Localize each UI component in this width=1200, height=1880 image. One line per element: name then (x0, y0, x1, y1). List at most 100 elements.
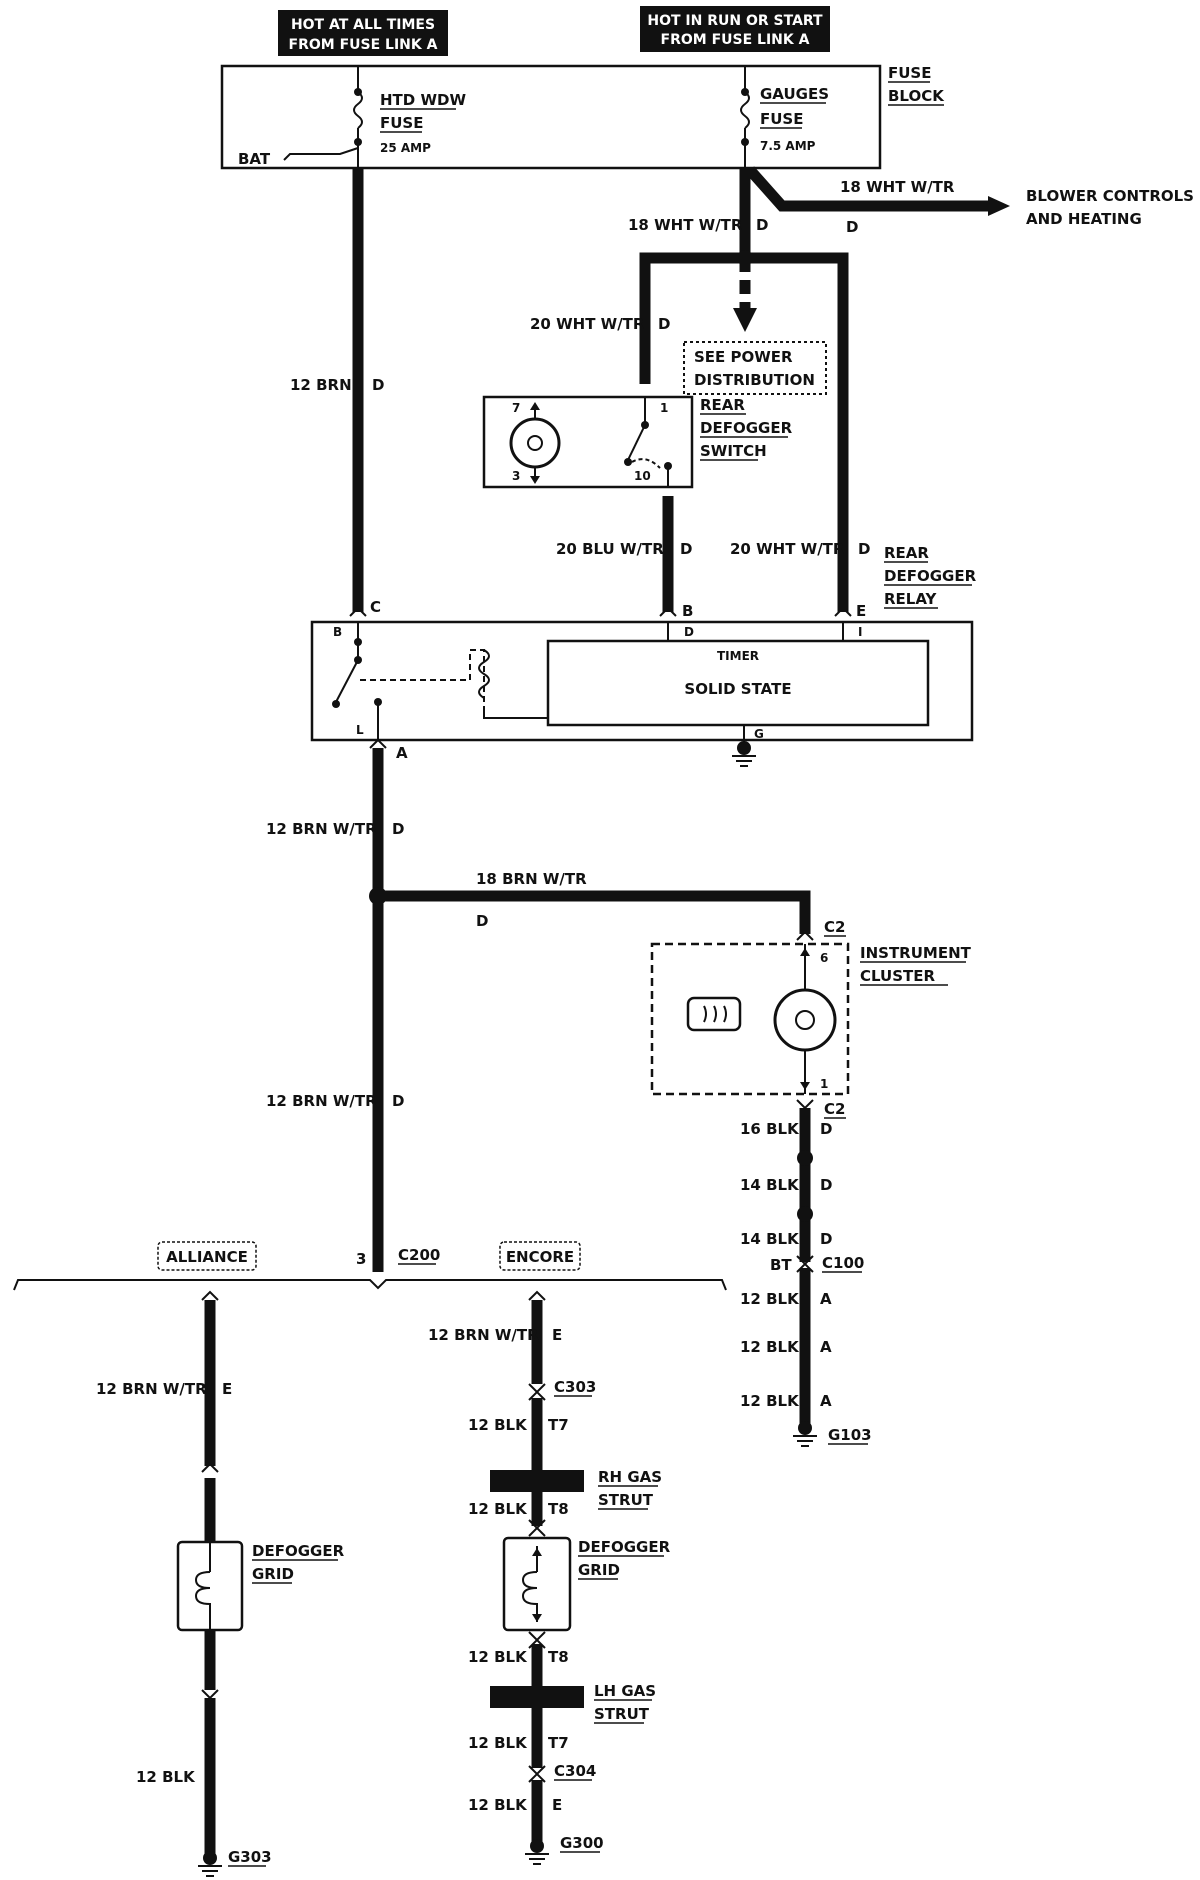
c100-pin: BT (770, 1256, 792, 1274)
wire-16-blk-label: 16 BLK (740, 1120, 800, 1138)
svg-text:DISTRIBUTION: DISTRIBUTION (694, 371, 815, 389)
switch-defogger-label: DEFOGGER (700, 419, 793, 437)
wire-encore-t7b-label: 12 BLK (468, 1734, 528, 1752)
wire-encore-e-label: 12 BLK (468, 1796, 528, 1814)
svg-text:FROM FUSE LINK A: FROM FUSE LINK A (289, 37, 438, 53)
svg-text:1: 1 (820, 1077, 828, 1091)
svg-text:B: B (333, 625, 342, 639)
rear-defogger-switch[interactable]: 7 3 1 10 (482, 395, 694, 489)
wire-14-blk-b-code: D (820, 1230, 832, 1248)
encore-grid-defogger-label: DEFOGGER (578, 1538, 671, 1556)
wire-alliance-brn-code: E (222, 1380, 232, 1398)
wire-encore-brn-label: 12 BRN W/TR (428, 1326, 539, 1344)
power-distribution-arrow-icon (733, 308, 757, 332)
wire-20-wht-relay-label: 20 WHT W/TR (730, 540, 845, 558)
lh-strut-label-2: STRUT (594, 1705, 650, 1723)
wire-alliance-brn-label: 12 BRN W/TR (96, 1380, 207, 1398)
svg-text:L: L (356, 723, 364, 737)
c200-pin: 3 (356, 1250, 366, 1268)
relay-relay-label: RELAY (884, 590, 938, 608)
wire-18-wht-label: 18 WHT W/TR (628, 216, 743, 234)
svg-text:6: 6 (820, 951, 828, 965)
svg-text:FROM FUSE LINK A: FROM FUSE LINK A (661, 32, 810, 48)
alliance-defogger-grid (176, 1478, 244, 1690)
fuse-label: FUSE (888, 64, 931, 82)
rh-strut-label-2: STRUT (598, 1491, 654, 1509)
cluster-instrument-label: INSTRUMENT (860, 944, 972, 962)
alliance-grid-grid-label: GRID (252, 1565, 294, 1583)
hot-at-all-times-label: HOT AT ALL TIMES FROM FUSE LINK A (278, 10, 448, 56)
fuse-block: BAT (220, 64, 882, 170)
svg-text:ENCORE: ENCORE (506, 1248, 574, 1266)
wire-12-blk-b-code: A (820, 1338, 832, 1356)
blower-wire-code: D (846, 218, 858, 236)
wire-encore-t8b-code: T8 (548, 1648, 569, 1666)
c303-label: C303 (554, 1378, 596, 1396)
relay-pin-b-top: B (682, 602, 693, 620)
svg-text:7: 7 (512, 401, 520, 415)
wire-encore-t7b-code: T7 (548, 1734, 569, 1752)
ground-g300-icon (525, 1839, 549, 1865)
instrument-cluster: 6 1 (650, 942, 850, 1096)
blower-wire-label: 18 WHT W/TR (840, 178, 955, 196)
svg-text:HOT IN RUN OR START: HOT IN RUN OR START (647, 13, 823, 29)
wire-12-blk-a-label: 12 BLK (740, 1290, 800, 1308)
wire-20-wht-relay (745, 252, 849, 612)
wire-20-blu-label: 20 BLU W/TR (556, 540, 664, 558)
wire-12-blk-a-code: A (820, 1290, 832, 1308)
gauges-amp-label: 7.5 AMP (760, 139, 816, 153)
svg-text:D: D (684, 625, 694, 639)
gauges-label: GAUGES (760, 85, 829, 103)
bat-label: BAT (238, 150, 271, 168)
c200-label: C200 (398, 1246, 440, 1264)
lh-gas-strut (490, 1686, 584, 1708)
svg-text:SEE POWER: SEE POWER (694, 348, 793, 366)
svg-text:HOT AT ALL TIMES: HOT AT ALL TIMES (291, 17, 435, 33)
svg-text:1: 1 (660, 401, 668, 415)
htd-fuse-label: FUSE (380, 114, 423, 132)
heating-label: AND HEATING (1026, 210, 1142, 228)
wire-20-wht-code: D (658, 315, 670, 333)
wire-encore-t7-code: T7 (548, 1416, 569, 1434)
wire-18-brn-wtr (378, 890, 811, 934)
variant-encore-tag: ENCORE (499, 1241, 581, 1271)
svg-text:10: 10 (634, 469, 651, 483)
rh-strut-label-1: RH GAS (598, 1468, 662, 1486)
switch-switch-label: SWITCH (700, 442, 767, 460)
hot-in-run-start-label: HOT IN RUN OR START FROM FUSE LINK A (640, 6, 830, 52)
ground-g303-icon (198, 1851, 222, 1877)
relay-rear-label: REAR (884, 544, 929, 562)
relay-defogger-label: DEFOGGER (884, 567, 977, 585)
rh-gas-strut (490, 1470, 584, 1492)
block-label: BLOCK (888, 87, 945, 105)
ground-g103-icon (793, 1421, 817, 1447)
g103-label: G103 (828, 1426, 872, 1444)
wire-12-blk-c-code: A (820, 1392, 832, 1410)
blower-controls-label: BLOWER CONTROLS (1026, 187, 1194, 205)
svg-text:ALLIANCE: ALLIANCE (166, 1248, 248, 1266)
htd-wdw-label: HTD WDW (380, 91, 466, 109)
g300-label: G300 (560, 1834, 604, 1852)
wire-encore-e-code: E (552, 1796, 562, 1814)
encore-grid-grid-label: GRID (578, 1561, 620, 1579)
solid-state-label: SOLID STATE (684, 680, 791, 698)
wire-14-blk-a-code: D (820, 1176, 832, 1194)
wire-encore-t8b-label: 12 BLK (468, 1648, 528, 1666)
wire-18-wht-code: D (756, 216, 768, 234)
wire-12-brn-wtr-a-label: 12 BRN W/TR (266, 820, 377, 838)
wire-12-brn-wtr-a-code: D (392, 820, 404, 838)
alliance-grid-defogger-label: DEFOGGER (252, 1542, 345, 1560)
svg-text:G: G (754, 727, 764, 741)
relay-pin-e: E (856, 602, 866, 620)
see-power-distribution-box: SEE POWER DISTRIBUTION (683, 341, 827, 395)
c100-label: C100 (822, 1254, 864, 1272)
wire-20-wht-label: 20 WHT W/TR (530, 315, 645, 333)
relay-ground-icon (732, 740, 756, 767)
wire-14-blk-b-label: 14 BLK (740, 1230, 800, 1248)
wire-20-blu-code: D (680, 540, 692, 558)
cluster-c2-bottom: C2 (824, 1100, 845, 1118)
wire-20-wht-switch (639, 252, 745, 384)
g303-label: G303 (228, 1848, 272, 1866)
htd-amp-label: 25 AMP (380, 141, 431, 155)
